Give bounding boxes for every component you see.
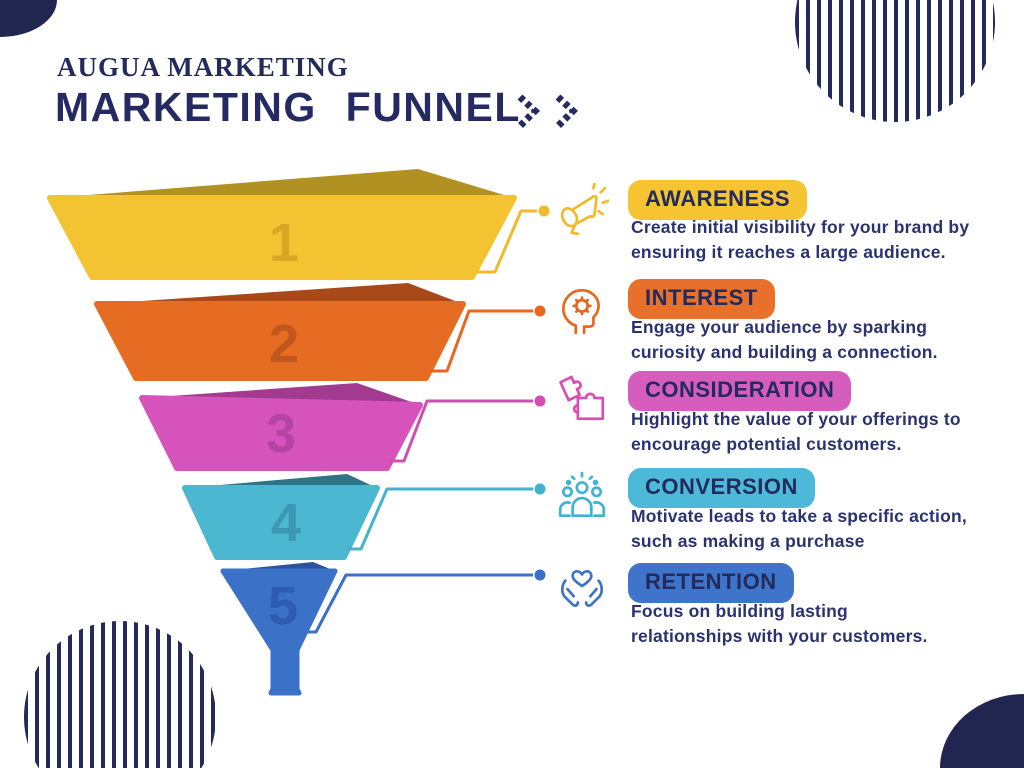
label-retention: RETENTION (628, 563, 794, 603)
page-title: MARKETING FUNNEL (55, 84, 521, 130)
description-interest: Engage your audience by sparking curiosi… (631, 317, 938, 362)
label-awareness: AWARENESS (628, 180, 808, 220)
description-conversion: Motivate leads to take a specific action… (631, 506, 967, 551)
description-retention: Focus on building lasting relationships … (631, 601, 928, 646)
funnel-level-1-shape (47, 169, 550, 280)
funnel-step-number-4: 4 (270, 493, 302, 553)
head-gear-icon (561, 288, 600, 335)
megaphone-icon (560, 183, 609, 236)
funnel-level-2-shape (94, 283, 546, 381)
label-conversion: CONVERSION (628, 468, 815, 508)
funnel-level-5-shape (220, 562, 546, 696)
brand-name: AUGUA MARKETING (57, 52, 349, 82)
funnel-step-number-1: 1 (268, 213, 300, 273)
funnel-step-number-5: 5 (267, 576, 299, 636)
puzzle-icon (559, 375, 605, 421)
funnel-step-number-3: 3 (265, 404, 297, 464)
description-consideration: Highlight the value of your offerings to… (631, 409, 961, 454)
label-consideration: CONSIDERATION (628, 371, 852, 411)
label-interest: INTEREST (628, 279, 775, 319)
double-chevron-right-icon (517, 94, 579, 129)
people-icon (558, 471, 606, 518)
description-awareness: Create initial visibility for your brand… (631, 217, 970, 262)
funnel-level-3-shape (139, 383, 546, 471)
hands-heart-icon (560, 569, 604, 607)
funnel-level-4-shape (182, 474, 546, 560)
funnel-step-number-2: 2 (268, 314, 300, 374)
striped-circle-bottom-left (24, 621, 216, 768)
